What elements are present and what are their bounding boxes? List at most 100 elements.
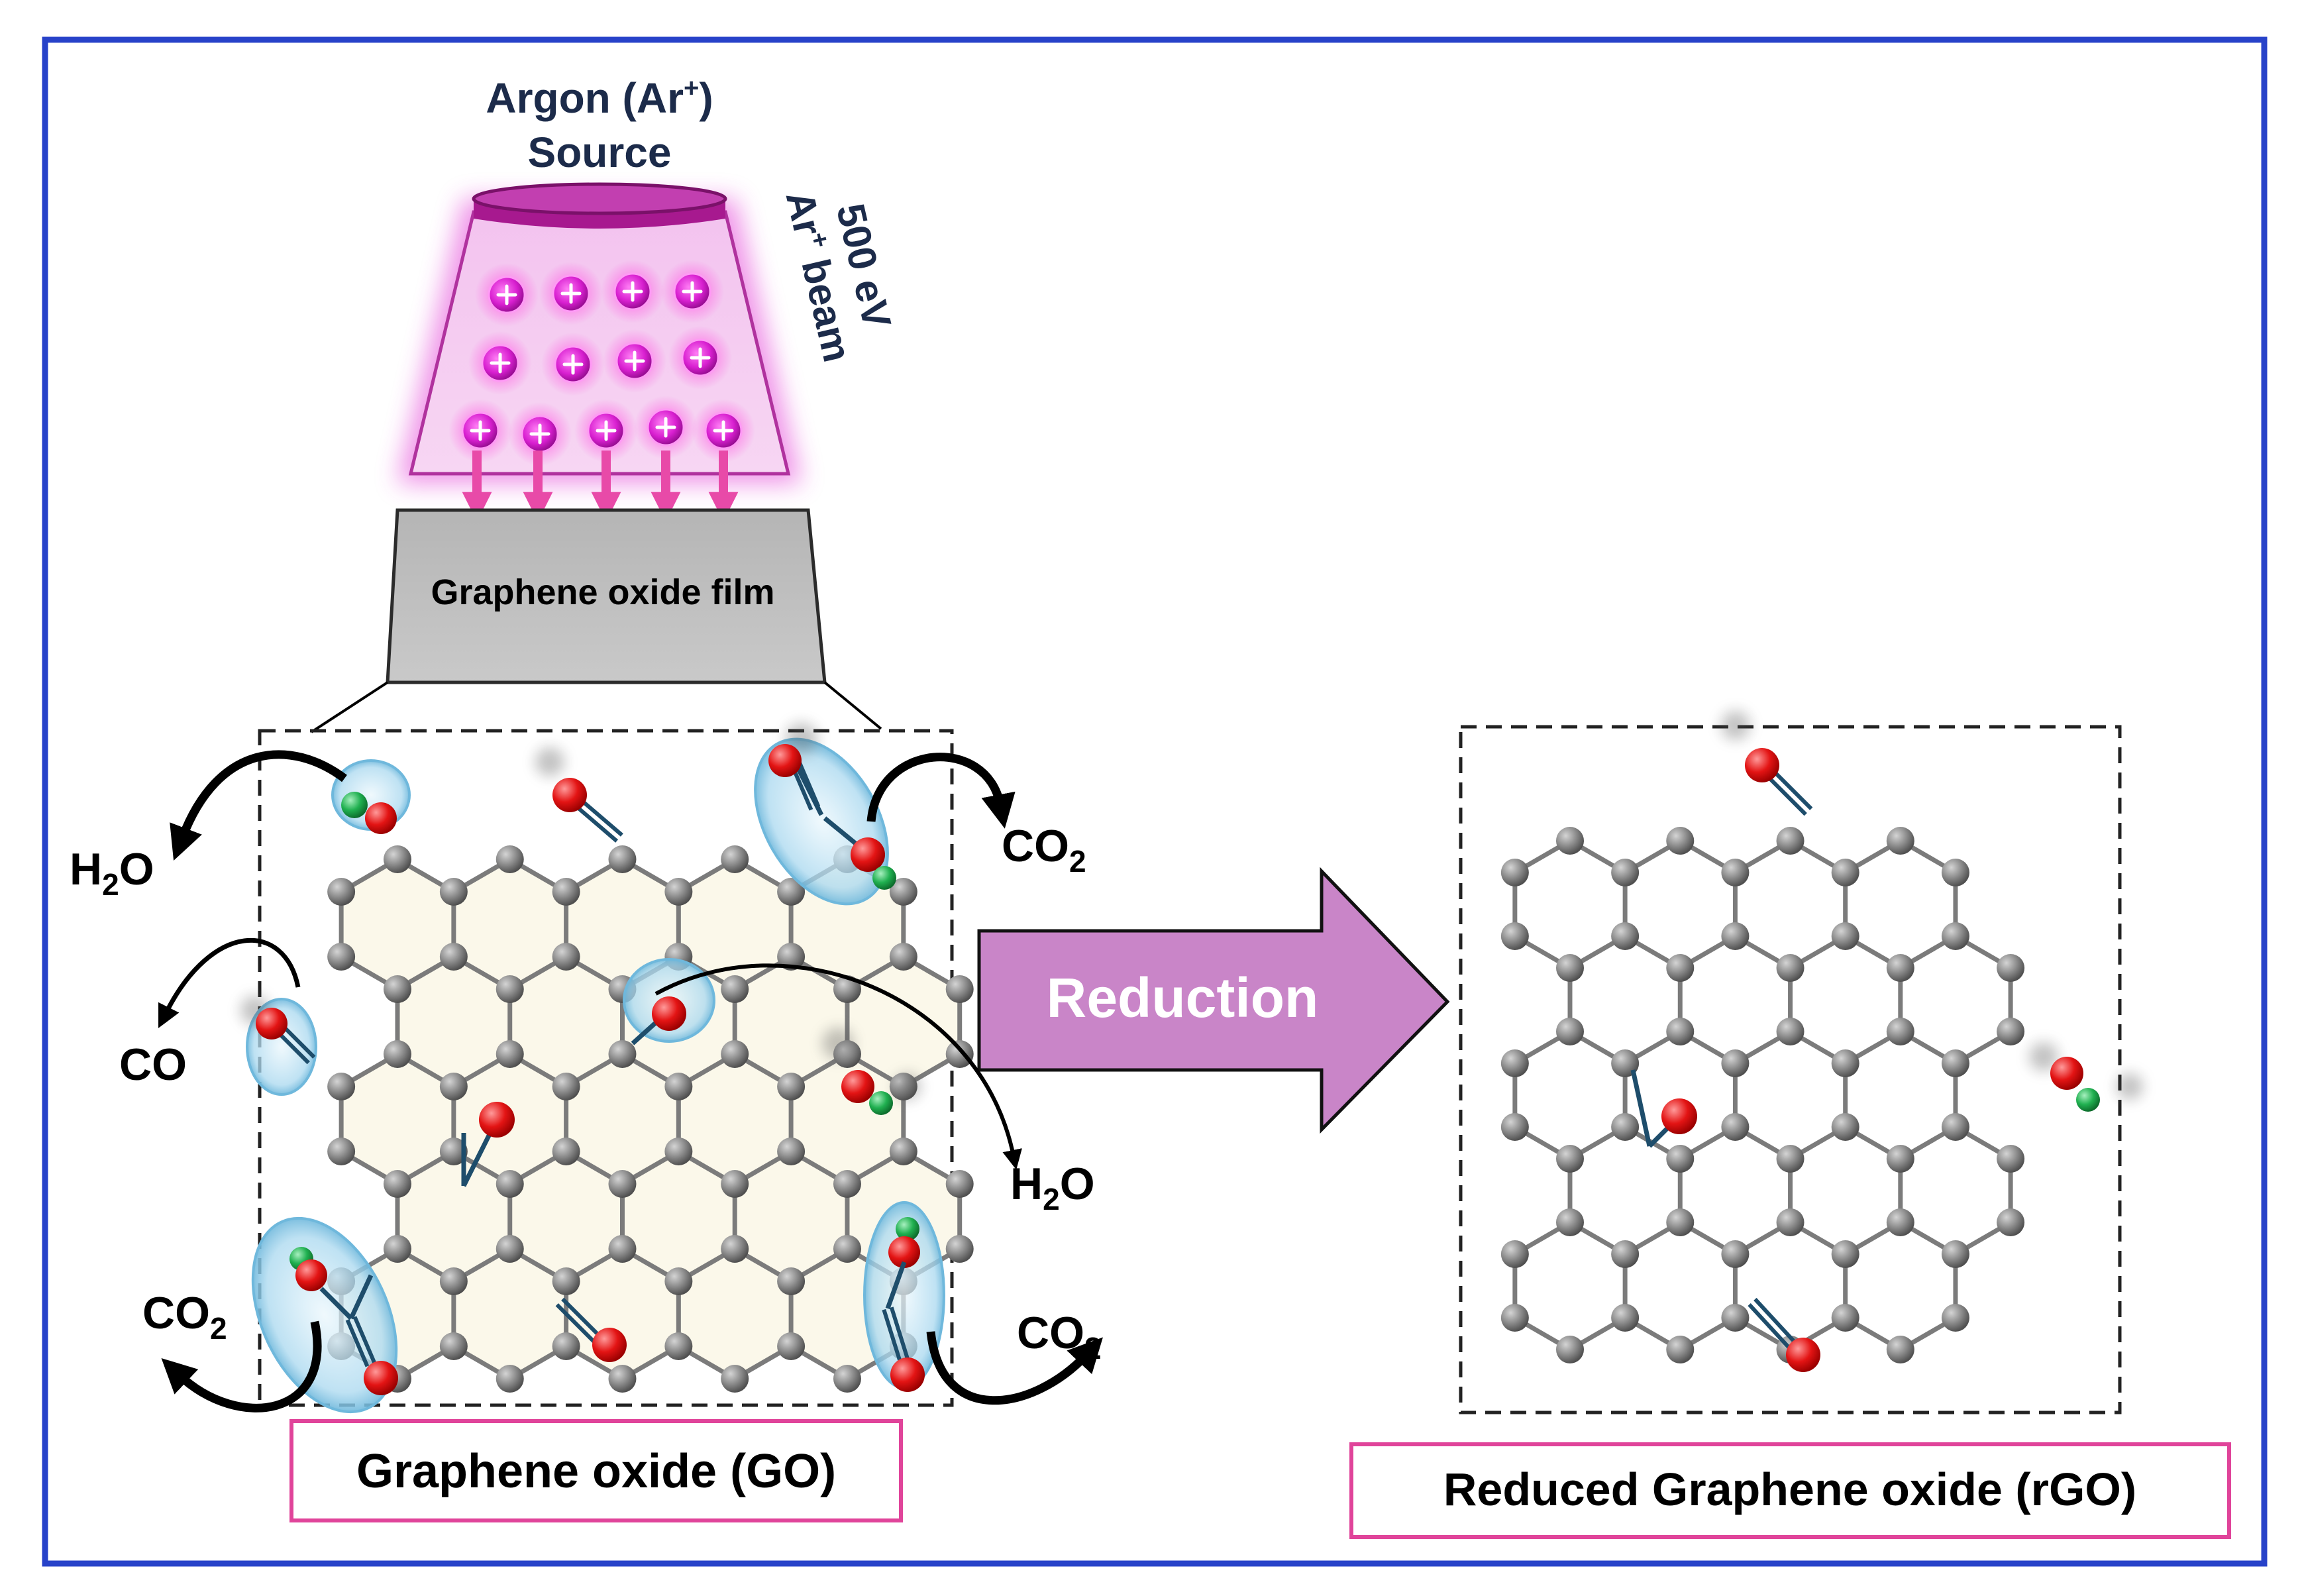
go-caption: Graphene oxide (GO) [289,1419,903,1522]
hydrogen-atom [896,1217,919,1241]
hydrogen-atom [2076,1088,2100,1112]
rgo-lattice [1500,711,2143,1372]
carbon-atom [1556,827,1584,855]
carbon-atom [496,975,524,1003]
atom-shadow [1721,711,1750,740]
carbon-atom [664,1138,693,1165]
carbon-atom [1500,1049,1529,1077]
carbon-atom [552,1073,580,1100]
carbon-atom [1831,922,1859,950]
carbon-atom [1941,922,1969,950]
oxygen-atom [552,778,587,812]
c-o-bond [319,1287,353,1320]
carbon-atom [1776,954,1804,982]
plus-sign [713,420,734,441]
carbon-atom [1611,1304,1640,1332]
carbon-atom [777,878,806,906]
carbon-atom [1886,827,1914,855]
carbon-atom [1831,1049,1859,1077]
graphene-oxide-film: Graphene oxide film [310,508,882,733]
carbon-atom [1776,827,1804,855]
carbon-atom [496,1235,524,1263]
carbon-atom [833,1365,861,1393]
carbon-atom [777,943,806,971]
zoom-line-left [310,681,389,733]
atom-shadow [2029,1042,2058,1071]
carbon-atom [1997,954,2025,982]
carbon-atom [1997,1145,2025,1173]
carbon-atom [664,878,693,906]
carbon-atom [608,845,637,873]
carbon-atom [1886,1208,1914,1236]
carbon-atom [384,845,411,873]
rgo-caption-text: Reduced Graphene oxide (rGO) [1443,1463,2136,1515]
carbon-atom [1556,1018,1584,1045]
co2-release-arrow-top [866,753,1016,829]
argon-ions [448,260,755,466]
c-o-bond [885,1261,907,1310]
carbon-atom [777,1138,806,1165]
carbon-atom [945,1040,974,1068]
oxygen-atom [1661,1098,1697,1134]
atom-shadow [894,1073,921,1100]
co-double-bond [280,1022,316,1059]
hydrogen-atom [869,1091,893,1115]
plus-sign [622,281,643,302]
carbon-atom [552,878,580,906]
film-label: Graphene oxide film [431,572,774,612]
outer-frame [42,36,2268,1567]
oxygen-atom [2050,1057,2083,1090]
oxygen-atom [365,802,397,834]
carbon-atom [552,1332,580,1360]
carbon-atom [608,1235,637,1263]
carbon-atom [1611,859,1640,886]
carbon-atom [721,1365,749,1393]
carbon-atom [327,1138,356,1165]
carbon-atom [1941,1113,1969,1141]
oxygen-atom [364,1361,398,1395]
oxygen-atom [1786,1338,1820,1372]
carbon-atom [1666,1336,1695,1363]
atom-shadow [535,747,564,776]
co-double-bond [345,1319,370,1367]
h2o-release-arrow-right [654,963,1022,1170]
co-release-arrow [158,937,301,1028]
atom-shadow [2117,1073,2143,1100]
plus-sign [655,417,676,438]
c-o-bond [461,1125,496,1187]
c-c-bond [348,1274,374,1320]
carbon-atom [496,845,524,873]
carbon-atom [1886,954,1914,982]
plus-sign [529,423,550,445]
rgo-caption: Reduced Graphene oxide (rGO) [1349,1442,2231,1539]
reduction-label: Reduction [1047,967,1319,1029]
carbon-atom [608,1170,637,1198]
carbon-atom [1941,1049,1969,1077]
lattice-ring-fill [678,859,792,989]
beam-label: 500 eV Ar+ beam [778,187,900,366]
carbon-atom [945,975,974,1003]
c-o-bond [1630,1069,1652,1147]
carbon-atom [496,1040,524,1068]
carbon-atom [552,1138,580,1165]
carbon-atom [833,975,861,1003]
carbon-atom [945,1170,974,1198]
plus-sign [560,283,582,304]
source-cap-top [472,182,727,215]
lattice-ring-fill [341,1054,454,1184]
carbon-atom [1666,954,1695,982]
lattice-ring-fill [341,859,454,989]
co-double-bond [352,1316,377,1364]
plus-sign [470,420,491,441]
carbon-atom [1500,1113,1529,1141]
atom-shadow [822,1028,854,1059]
carbon-atom [664,1332,693,1360]
carbon-atom [1611,922,1640,950]
carbon-atom [1721,859,1750,886]
co2-release-arrow-bottom-right [926,1331,1103,1405]
carbon-atom [1831,1240,1859,1268]
carbon-atom [1721,922,1750,950]
co2-label-bottom-right: CO2 [1017,1308,1102,1365]
ion-beam-arrows [462,451,739,522]
